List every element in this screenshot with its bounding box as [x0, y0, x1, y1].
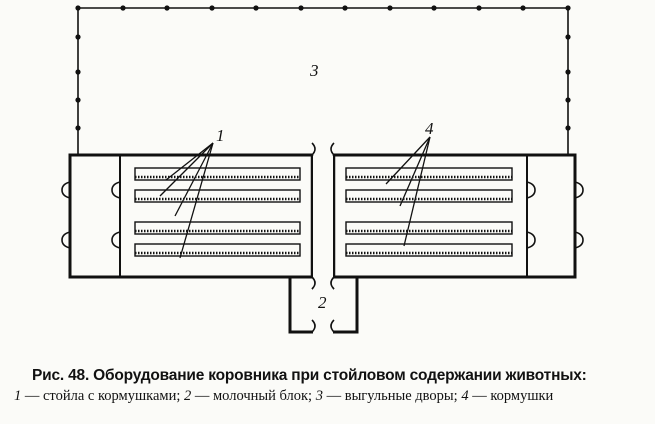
fence-post: [565, 34, 571, 40]
stall-row: [134, 167, 301, 181]
fence-post: [75, 5, 81, 11]
fence-post: [431, 5, 437, 11]
fence-post: [75, 34, 81, 40]
leader-lines: [159, 136, 431, 259]
legend-num: 4: [461, 388, 469, 404]
legend-text: — стойла с кормушками;: [21, 388, 184, 404]
caption-legend: 1 — стойла с кормушками; 2 — молочный бл…: [14, 388, 644, 405]
stall-row: [345, 221, 513, 235]
fence-post: [298, 5, 304, 11]
fence-post: [120, 5, 126, 11]
fence-post: [75, 125, 81, 131]
label-milk-block: 2: [318, 293, 327, 312]
label-yards: 3: [309, 61, 319, 80]
fence-post: [75, 97, 81, 103]
stall-row: [345, 243, 513, 257]
fence-post: [520, 5, 526, 11]
legend-text: — молочный блок;: [191, 388, 316, 404]
fence-post: [565, 97, 571, 103]
figure-caption: Рис. 48. Оборудование коровника при стой…: [14, 367, 644, 405]
stall-row: [345, 189, 513, 203]
barn-inner-walls: [119, 155, 528, 277]
label-feeders: 4: [425, 119, 434, 138]
fence-post: [164, 5, 170, 11]
fence-post: [387, 5, 393, 11]
fence-post: [209, 5, 215, 11]
label-stalls: 1: [216, 126, 225, 145]
fence-post: [342, 5, 348, 11]
barn-plan-diagram: 1 4 3 2: [61, 5, 584, 334]
fence-post: [565, 69, 571, 75]
stall-rows: [134, 167, 513, 257]
fence-post: [75, 69, 81, 75]
stall-row: [134, 189, 301, 203]
fence-post: [565, 125, 571, 131]
door-symbols: [61, 142, 584, 290]
stall-row: [134, 243, 301, 257]
legend-num: 2: [183, 388, 192, 404]
legend-num: 1: [14, 388, 22, 404]
exercise-yard-fence: [75, 5, 571, 155]
legend-text: — выгульные дворы;: [322, 388, 462, 404]
stall-row: [345, 167, 513, 181]
fence-post: [565, 5, 571, 11]
caption-title: Рис. 48. Оборудование коровника при стой…: [32, 367, 587, 384]
fence-post: [253, 5, 259, 11]
legend-num: 3: [315, 388, 323, 404]
stall-row: [134, 221, 301, 235]
fence-post: [476, 5, 482, 11]
legend-text: — кормушки: [468, 388, 554, 404]
